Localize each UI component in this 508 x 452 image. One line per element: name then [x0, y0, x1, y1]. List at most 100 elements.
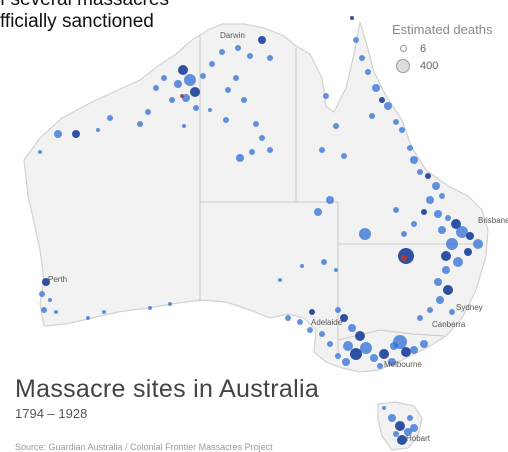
massacre-site-marker — [410, 346, 418, 354]
massacre-site-marker — [300, 264, 304, 268]
massacre-site-marker — [327, 341, 333, 347]
massacre-site-marker — [350, 16, 354, 20]
massacre-site-marker — [233, 75, 239, 81]
massacre-site-marker — [326, 196, 334, 204]
massacre-site-marker — [285, 315, 291, 321]
massacre-site-marker — [464, 248, 472, 256]
massacre-site-marker — [72, 130, 80, 138]
massacre-site-marker — [340, 314, 348, 322]
city-label-hobart: Hobart — [406, 434, 431, 443]
massacre-site-marker — [399, 127, 405, 133]
massacre-site-marker — [148, 306, 152, 310]
massacre-site-marker — [38, 150, 42, 154]
massacre-site-marker — [411, 221, 417, 227]
city-label-darwin: Darwin — [220, 31, 245, 40]
massacre-site-marker — [355, 331, 365, 341]
massacre-site-marker — [393, 207, 399, 213]
massacre-site-marker — [404, 428, 412, 436]
massacre-site-marker — [407, 145, 413, 151]
massacre-site-marker — [86, 316, 90, 320]
city-label-perth: Perth — [48, 275, 67, 284]
massacre-site-marker — [342, 358, 350, 366]
massacre-site-marker — [434, 210, 442, 218]
massacre-site-marker — [353, 37, 359, 43]
massacre-site-marker — [384, 102, 392, 110]
massacre-site-marker — [393, 431, 399, 437]
massacre-site-marker — [334, 268, 338, 272]
massacre-site-marker — [333, 123, 339, 129]
massacre-site-marker — [442, 266, 450, 274]
massacre-site-marker — [401, 231, 407, 237]
massacre-site-marker — [208, 108, 212, 112]
massacre-site-marker — [417, 315, 423, 321]
city-labels: Darwin Brisbane Perth Sydney Canberra Ad… — [48, 31, 508, 443]
massacre-site-marker — [241, 97, 247, 103]
massacre-site-marker — [434, 278, 442, 286]
massacre-site-marker — [456, 226, 468, 238]
massacre-site-marker — [335, 353, 341, 359]
source-note: Source: Guardian Australia / Colonial Fr… — [15, 442, 273, 452]
massacre-site-marker — [190, 87, 200, 97]
massacre-site-marker — [395, 421, 405, 431]
massacre-site-marker — [258, 36, 266, 44]
massacre-site-marker — [309, 309, 315, 315]
massacre-site-marker — [314, 208, 322, 216]
massacre-site-marker — [401, 347, 411, 357]
massacre-site-marker — [379, 97, 385, 103]
massacre-site-marker — [445, 215, 451, 221]
massacre-site-marker — [439, 193, 445, 199]
massacre-site-marker — [343, 341, 353, 351]
massacre-site-marker — [235, 45, 241, 51]
massacre-site-marker — [359, 228, 371, 240]
massacre-site-marker — [107, 115, 113, 121]
massacre-site-marker — [432, 182, 440, 190]
massacre-site-marker — [307, 327, 313, 333]
massacre-site-marker — [178, 65, 188, 75]
massacre-site-marker — [219, 49, 225, 55]
massacre-site-marker — [341, 153, 347, 159]
massacre-site-marker — [443, 285, 453, 295]
massacre-site-marker — [41, 307, 47, 313]
massacre-site-marker — [438, 226, 446, 234]
size-legend-small: 6 — [392, 40, 492, 57]
massacre-site-marker — [407, 415, 413, 421]
massacre-site-marker — [319, 331, 325, 337]
massacre-site-marker — [42, 278, 50, 286]
massacre-site-marker — [169, 97, 175, 103]
massacre-site-marker — [393, 335, 407, 349]
massacre-site-marker — [388, 414, 396, 422]
city-label-sydney: Sydney — [456, 303, 483, 312]
massacre-site-marker — [453, 257, 463, 267]
city-label-brisbane: Brisbane — [478, 216, 508, 225]
massacre-site-marker — [466, 232, 474, 240]
massacre-site-marker — [161, 75, 167, 81]
massacre-site-marker — [319, 147, 325, 153]
color-legend-several: f several massacres — [0, 0, 169, 11]
massacre-site-marker — [425, 173, 431, 179]
massacre-site-marker — [247, 53, 253, 59]
massacre-site-marker — [449, 309, 455, 315]
massacre-site-marker — [365, 69, 371, 75]
massacre-site-marker — [370, 354, 378, 362]
massacre-site-marker — [182, 124, 186, 128]
massacre-site-marker — [249, 149, 255, 155]
massacre-site-marker — [225, 87, 231, 93]
massacre-site-marker — [446, 238, 458, 250]
massacre-site-marker — [401, 255, 407, 261]
massacre-site-marker — [451, 219, 461, 229]
massacre-site-marker — [259, 135, 265, 141]
massacre-site-marker — [96, 128, 100, 132]
massacre-site-marker — [39, 291, 45, 297]
massacre-site-marker — [145, 109, 151, 115]
massacre-site-marker — [410, 156, 418, 164]
massacre-site-marker — [377, 363, 383, 369]
massacre-site-marker — [379, 349, 389, 359]
massacre-site-marker — [54, 310, 58, 314]
massacre-site-marker — [335, 307, 341, 313]
size-legend-large: 400 — [392, 57, 492, 74]
massacre-site-marker — [360, 342, 372, 354]
large-circle-icon — [396, 58, 410, 73]
massacre-site-marker — [417, 169, 423, 175]
mainland-shape — [23, 21, 489, 373]
